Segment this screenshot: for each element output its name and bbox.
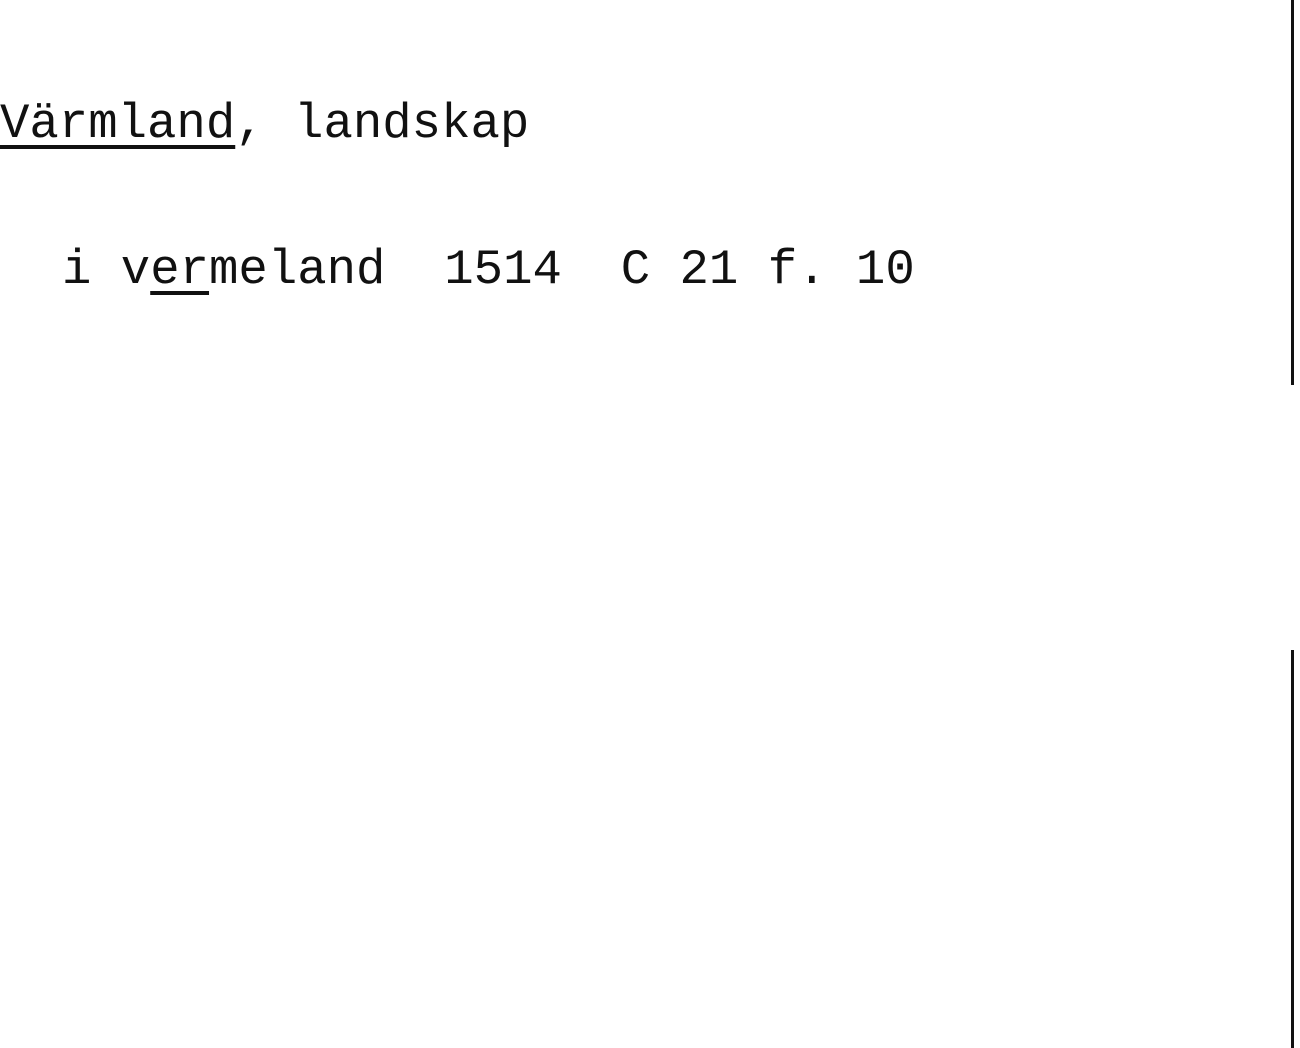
entry-underlined: er	[150, 242, 210, 298]
heading-place-name: Värmland	[0, 96, 236, 152]
entry-pre: i v	[62, 242, 151, 298]
entry-post: meland 1514 C 21 f. 10	[209, 242, 915, 298]
heading-type: , landskap	[235, 96, 530, 152]
card-edge-line	[1291, 650, 1294, 1048]
card-entry: i vermeland 1514 C 21 f. 10	[62, 246, 915, 295]
card-edge-line	[1291, 0, 1294, 385]
card-heading: Värmland, landskap	[0, 100, 529, 149]
